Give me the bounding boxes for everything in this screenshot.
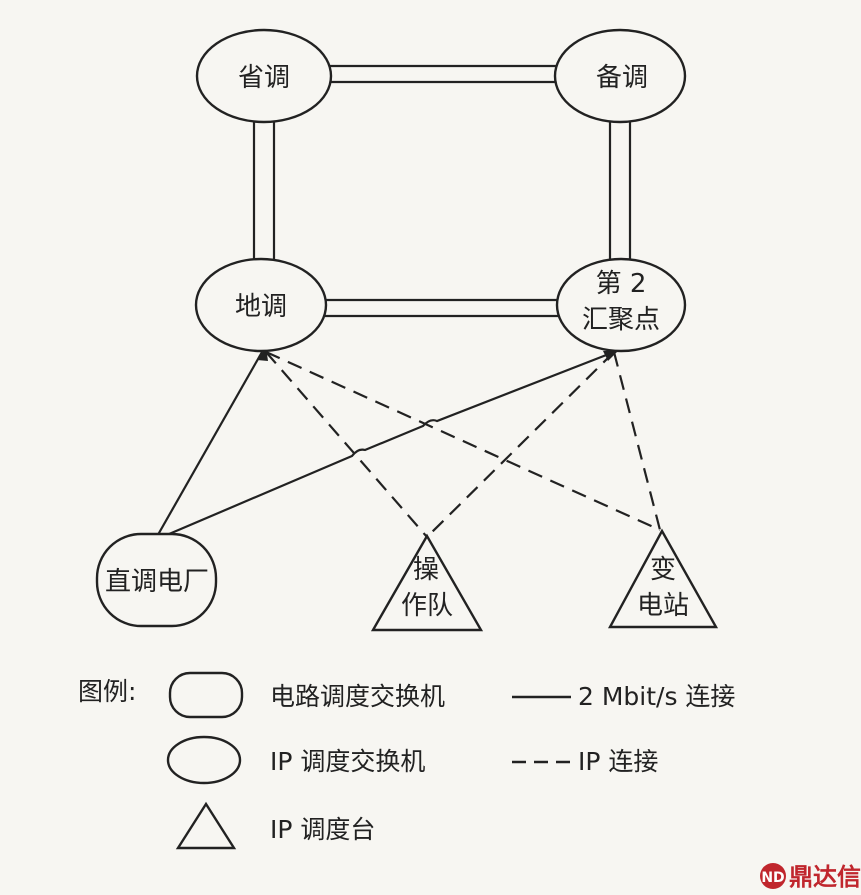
legend-triangle-icon — [175, 801, 237, 850]
legend-ellipse-icon — [166, 735, 242, 785]
trunk-links — [252, 64, 632, 318]
dashed-link-regional-operation — [265, 351, 428, 538]
legend-ip-console: IP 调度台 — [270, 815, 375, 844]
node-regional: 地调 — [194, 257, 328, 353]
node-aggregation: 第 2 汇聚点 — [555, 257, 687, 353]
trunk-link-backup-aggregation — [608, 121, 632, 262]
node-power-plant-label: 直调电厂 — [105, 567, 209, 597]
trunk-link-provincial-regional — [252, 121, 276, 265]
legend: 图例: 电路调度交换机 2 Mbit/s 连接 IP 调度交换机 IP 连接 I… — [78, 671, 735, 850]
node-aggregation-label-2: 汇聚点 — [582, 305, 660, 335]
dashed-link-aggregation-substation — [612, 351, 662, 531]
node-substation-label-1: 变 — [650, 555, 676, 585]
node-power-plant: 直调电厂 — [95, 532, 218, 628]
solid-links — [154, 350, 615, 542]
node-substation-label-2: 电站 — [637, 591, 689, 621]
dashed-link-aggregation-operation — [426, 351, 615, 538]
node-provincial: 省调 — [195, 28, 333, 124]
legend-link-2m: 2 Mbit/s 连接 — [578, 682, 735, 711]
node-operation-team-label-1: 操 — [413, 555, 439, 585]
node-aggregation-label-1: 第 2 — [596, 269, 647, 299]
node-operation-team-label-2: 作队 — [401, 591, 453, 621]
trunk-link-regional-aggregation — [325, 298, 560, 318]
svg-text:ND: ND — [761, 870, 784, 886]
legend-rounded-rect-icon — [168, 671, 244, 719]
solid-link-plant-aggregation — [154, 350, 615, 542]
watermark-text: 鼎达信 — [789, 863, 861, 891]
node-backup-label: 备调 — [596, 63, 648, 93]
legend-link-ip: IP 连接 — [578, 747, 658, 776]
node-provincial-label: 省调 — [238, 63, 290, 93]
legend-ip-switch: IP 调度交换机 — [270, 747, 425, 776]
node-operation-team: 操 作队 — [370, 533, 484, 632]
watermark-logo-icon — [760, 863, 786, 889]
legend-title: 图例: — [78, 677, 136, 706]
dashed-links — [265, 350, 662, 538]
node-backup: 备调 — [553, 28, 687, 124]
node-regional-label: 地调 — [235, 292, 287, 322]
legend-circuit-switch: 电路调度交换机 — [270, 682, 445, 711]
solid-link-plant-regional — [154, 351, 263, 541]
node-substation: 变 电站 — [607, 528, 719, 629]
trunk-link-provincial-backup — [327, 64, 557, 84]
watermark: ND 鼎达信 — [760, 863, 861, 891]
dashed-link-regional-substation — [265, 350, 661, 532]
